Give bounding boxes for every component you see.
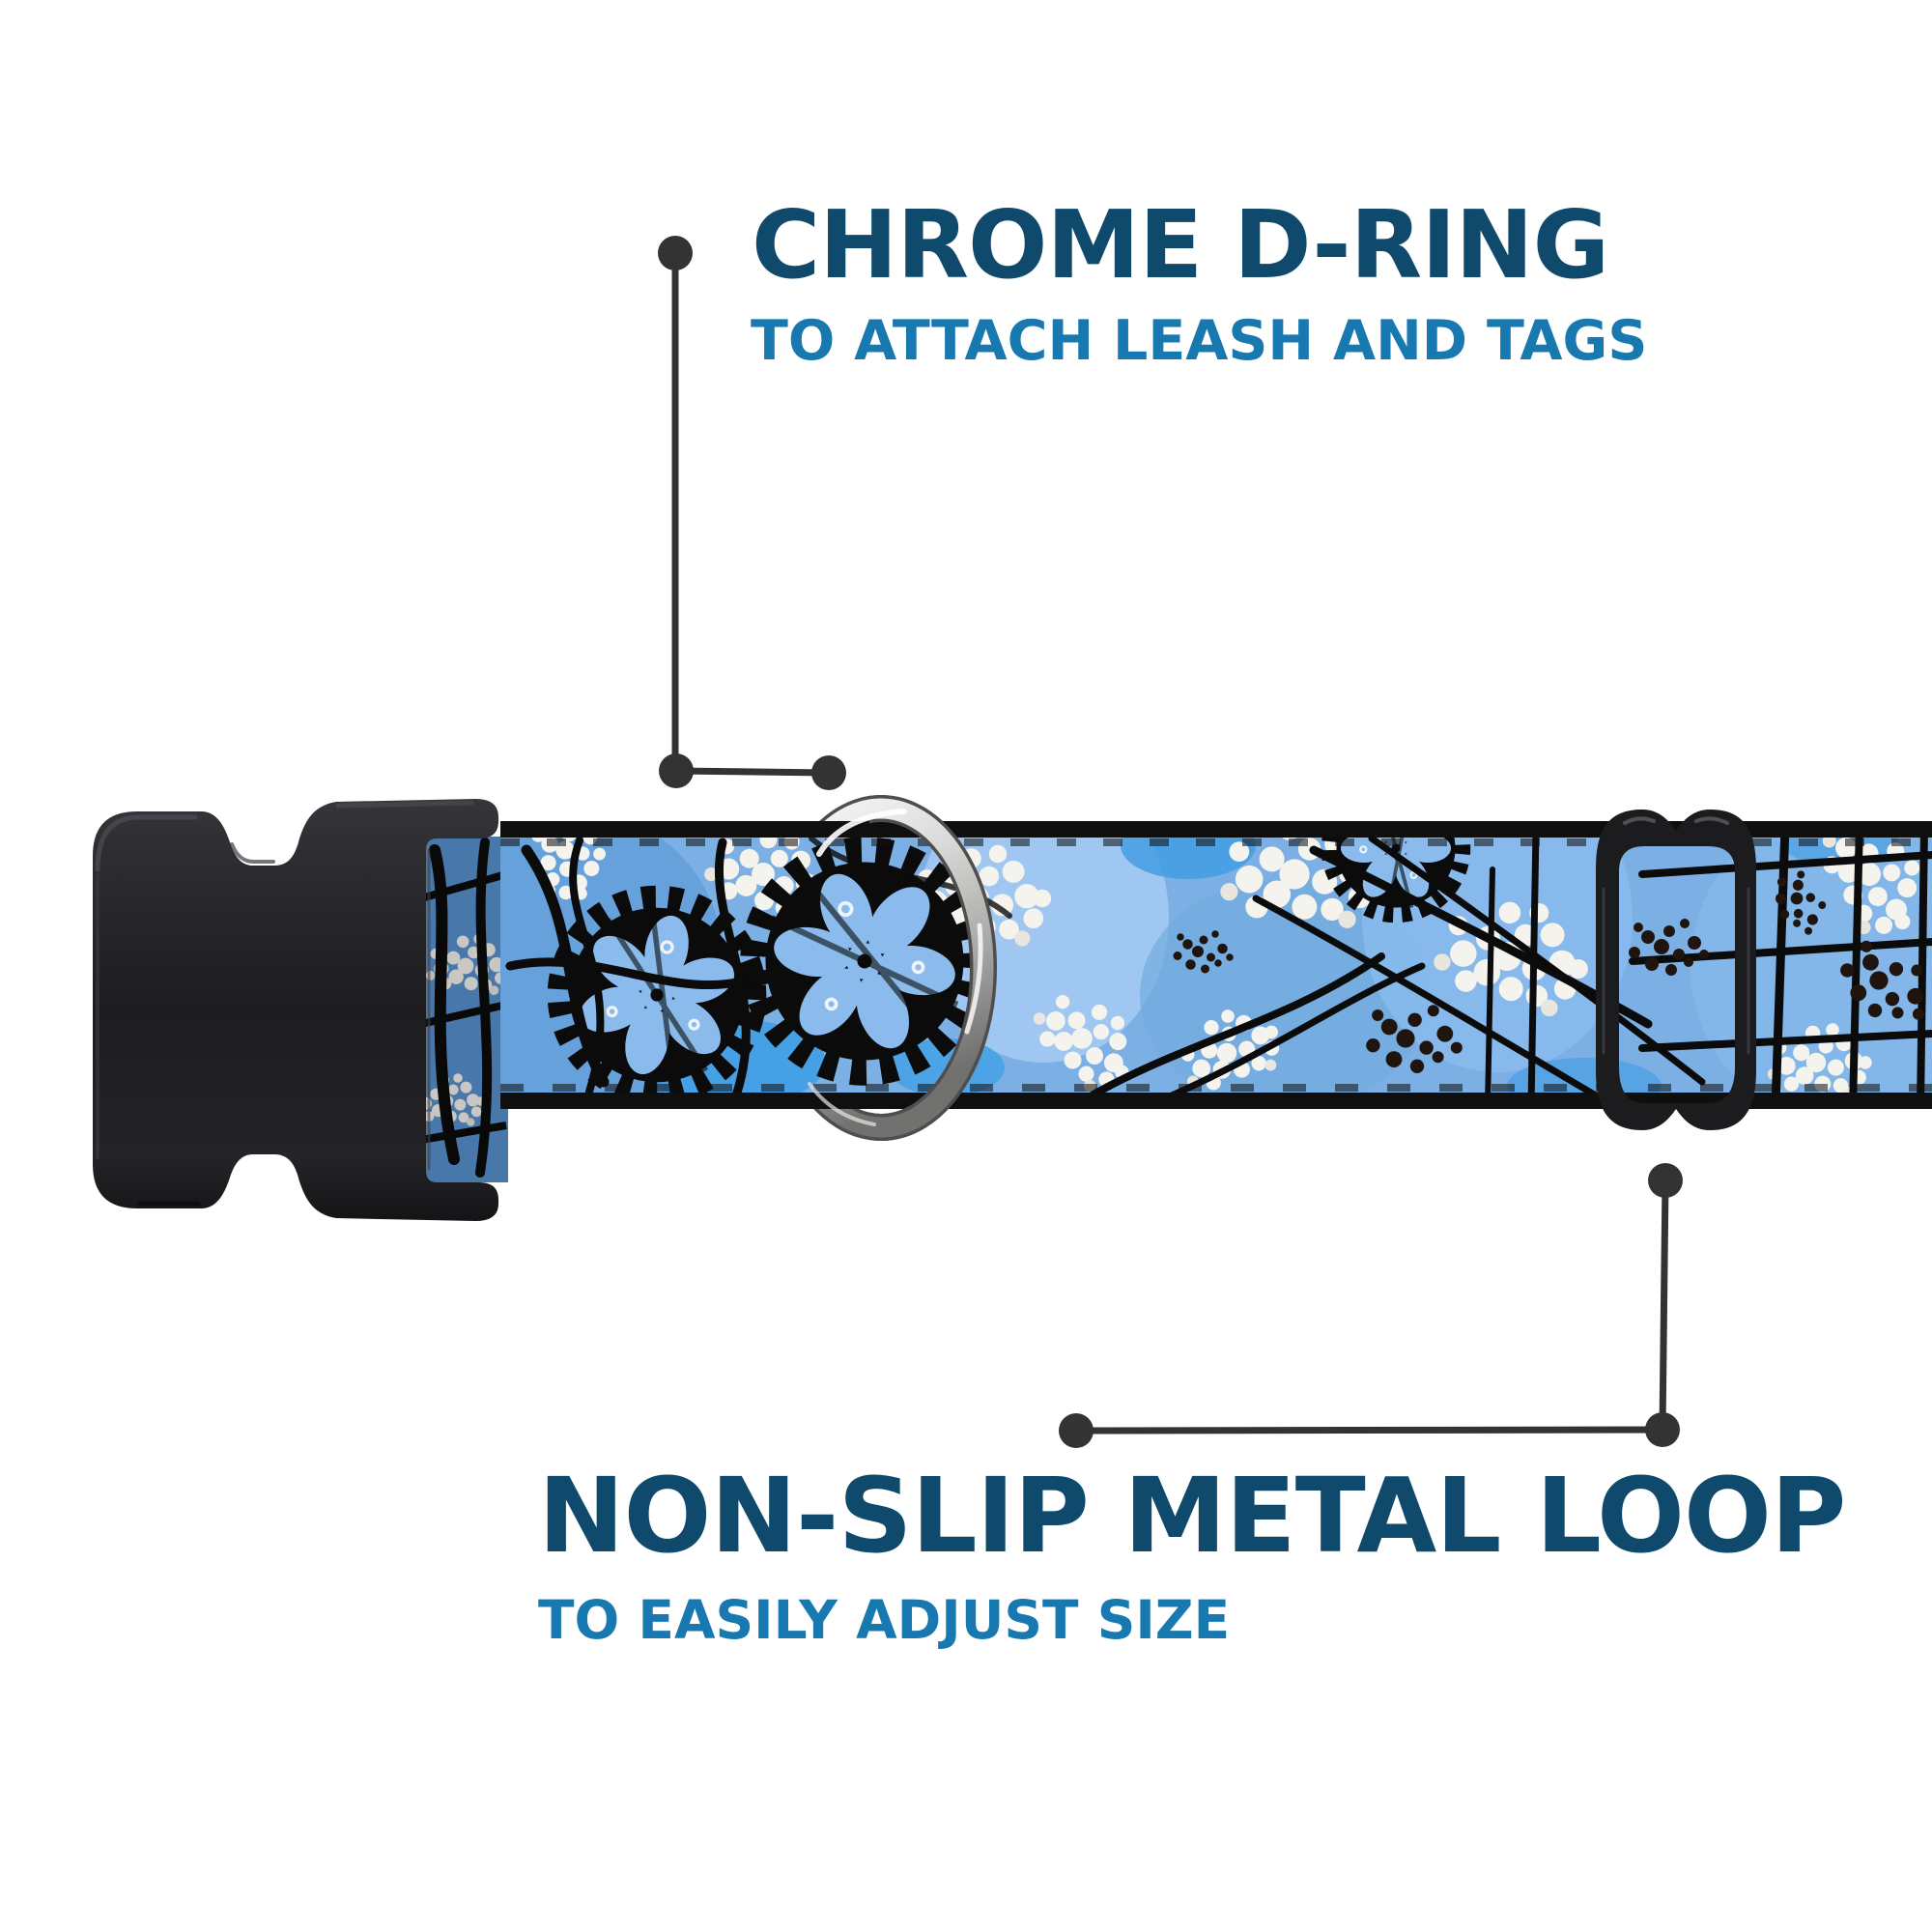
d-ring-subtitle: TO ATTACH LEASH AND TAGS (751, 309, 1648, 373)
callout-dot (658, 236, 693, 270)
slider-highlights (1602, 816, 1750, 1055)
callout-dot (1059, 1413, 1094, 1448)
webbing-strap (500, 821, 1932, 1109)
metal-loop-title: NON-SLIP METAL LOOP (538, 1457, 1846, 1577)
d-ring-callout-label: CHROME D-RING TO ATTACH LEASH AND TAGS (751, 190, 1647, 369)
callout-dot (1648, 1163, 1683, 1198)
buckle-highlights (95, 800, 474, 1207)
d-ring-highlights (808, 809, 983, 1126)
metal-loop-callout-label: NON-SLIP METAL LOOP TO EASILY ADJUST SIZ… (538, 1457, 1846, 1647)
slider-loop (1596, 810, 1756, 1130)
d-ring-callout-line (658, 236, 846, 790)
metal-loop-subtitle: TO EASILY ADJUST SIZE (538, 1589, 1231, 1651)
d-ring-title: CHROME D-RING (752, 190, 1609, 299)
webbing-scribbles (505, 821, 1932, 1109)
webbing-fold (419, 837, 508, 1182)
callout-dot (811, 755, 846, 790)
webbing-edges (500, 821, 1932, 1109)
d-ring (869, 795, 997, 1141)
buckle (93, 799, 498, 1221)
metal-loop-callout-line (1059, 1163, 1683, 1448)
callout-dot (1645, 1412, 1680, 1447)
callout-dot (659, 753, 694, 788)
